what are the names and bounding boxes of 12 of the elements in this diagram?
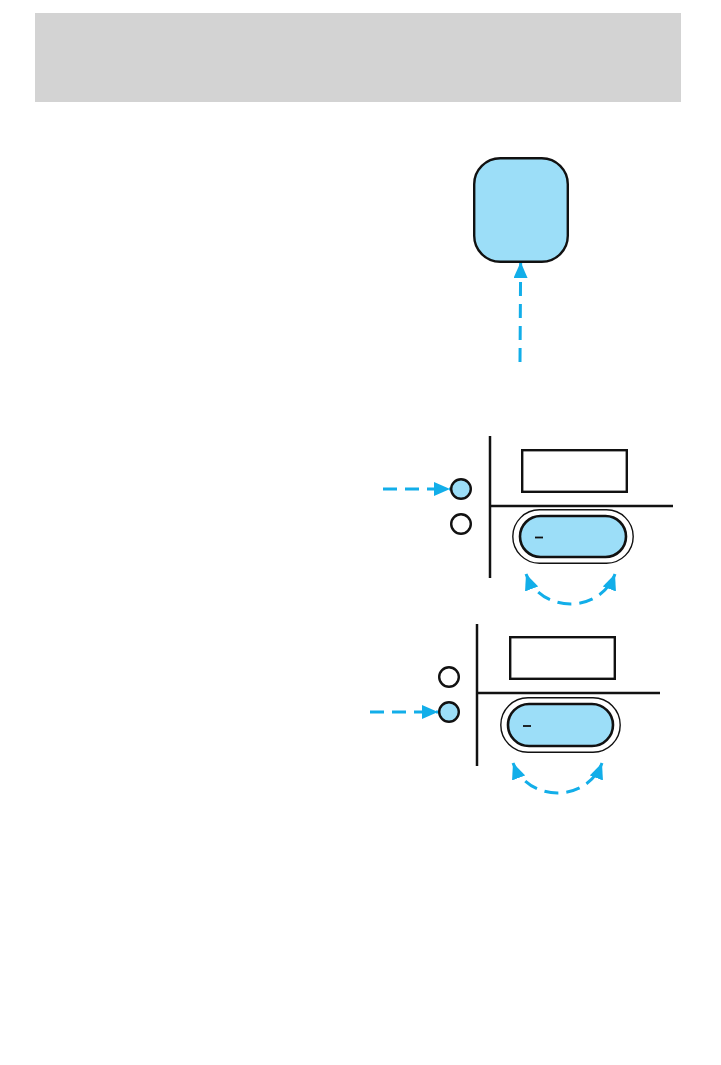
mirror-glass <box>473 157 569 263</box>
rocker-control <box>512 509 634 564</box>
selector-dot <box>450 478 472 500</box>
selector-dot <box>438 666 460 688</box>
arrow <box>383 482 450 496</box>
arrow <box>370 705 438 719</box>
arrow <box>513 262 528 362</box>
selector-dot <box>438 701 460 723</box>
rocker-control <box>500 697 621 753</box>
selector-dot <box>450 513 472 535</box>
switch-outline <box>509 636 616 680</box>
switch-outline <box>521 449 628 493</box>
